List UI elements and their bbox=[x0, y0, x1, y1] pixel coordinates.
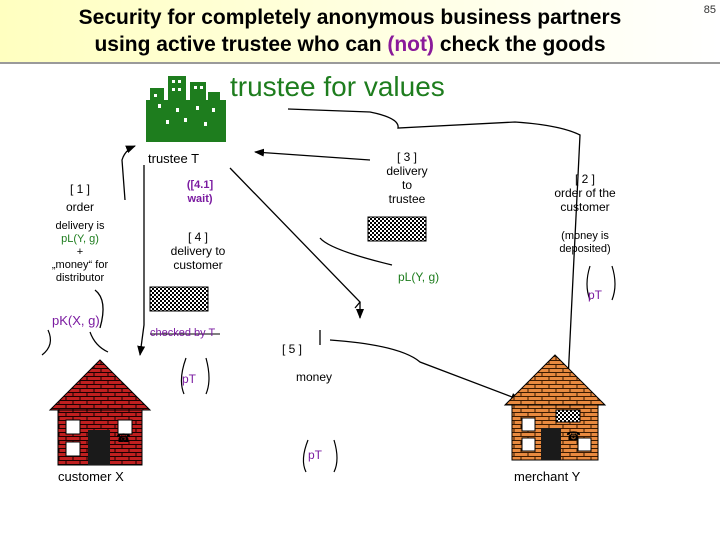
pt2-hook-left bbox=[586, 265, 591, 301]
pt-signature-merchant: pT bbox=[588, 288, 603, 302]
customer-signature: pK(X, g) bbox=[52, 313, 100, 328]
pt3-hook-left bbox=[302, 439, 309, 473]
step-4-1-line-2: wait) bbox=[187, 193, 213, 205]
step-4-line-1: delivery to bbox=[170, 244, 226, 258]
step-5-number: [ 5 ] bbox=[282, 342, 303, 356]
step-4-1-line-1: ([4.1] bbox=[186, 179, 214, 191]
goods-package-trustee bbox=[367, 216, 427, 242]
step-2-line-1: order of the bbox=[554, 186, 616, 200]
step-2-number: [ 2 ] bbox=[574, 172, 595, 186]
customer-wire bbox=[94, 289, 104, 329]
checked-by-label: checked by T bbox=[150, 327, 216, 339]
step-1-number: [ 1 ] bbox=[69, 182, 90, 196]
customer-label: customer X bbox=[58, 469, 124, 484]
sig-hook-left bbox=[41, 329, 52, 356]
step-1-detail-5: distributor bbox=[55, 272, 105, 284]
slide-header: Security for completely anonymous busine… bbox=[0, 0, 720, 64]
title-line-2: using active trustee who can (not) check… bbox=[20, 31, 680, 58]
arrow-money bbox=[329, 339, 521, 401]
trustee-wire bbox=[319, 237, 393, 266]
step-2-note-1: (money is bbox=[561, 230, 609, 242]
step-1-label: order bbox=[65, 200, 94, 214]
step-4-number: [ 4 ] bbox=[187, 230, 208, 244]
trustee-name: trustee T bbox=[148, 151, 200, 166]
step-3-line-2: to bbox=[401, 178, 412, 192]
arrow-delivery-to-customer bbox=[137, 165, 146, 356]
arrow-delivery-to-trustee bbox=[254, 148, 371, 161]
step-2-note-2: deposited) bbox=[559, 243, 611, 255]
step-1-detail-3: + bbox=[76, 246, 84, 258]
pt1-hook-right bbox=[205, 357, 210, 395]
merchant-top-line bbox=[287, 108, 581, 381]
pt1-hook-left bbox=[180, 357, 187, 395]
trustee-values-title: trustee for values bbox=[230, 71, 445, 102]
pt-signature-money: pT bbox=[308, 448, 323, 462]
step-2-label: [ 2 ] order of the customer bbox=[540, 172, 630, 214]
step-1-detail-1: delivery is bbox=[55, 220, 105, 232]
title-line-1: Security for completely anonymous busine… bbox=[78, 6, 622, 29]
merchant-label: merchant Y bbox=[514, 469, 581, 484]
slide-title: Security for completely anonymous busine… bbox=[20, 4, 680, 58]
sig-hook-right bbox=[89, 331, 109, 353]
page-number: 85 bbox=[703, 4, 716, 16]
trustee-building-icon bbox=[146, 76, 226, 142]
svg-text:☎: ☎ bbox=[566, 429, 581, 443]
step-1-detail: delivery is pL(Y, g) + „money“ for distr… bbox=[32, 220, 128, 285]
title-part-c: check the goods bbox=[434, 33, 606, 56]
merchant-house-icon: ☎ bbox=[503, 354, 607, 461]
step-5-label: money bbox=[296, 370, 333, 384]
title-part-a: using active trustee who can bbox=[94, 33, 388, 56]
step-4-label: [ 4 ] delivery to customer bbox=[150, 230, 246, 272]
step-3-line-1: delivery bbox=[386, 164, 428, 178]
step-2-line-2: customer bbox=[560, 200, 610, 214]
step-3-label: [ 3 ] delivery to trustee bbox=[372, 150, 442, 206]
step-3-signature: pL(Y, g) bbox=[398, 270, 440, 284]
arrow-order bbox=[121, 145, 136, 201]
step-4-line-2: customer bbox=[173, 258, 223, 272]
goods-package-customer bbox=[149, 286, 209, 312]
step-2-note: (money is deposited) bbox=[540, 230, 630, 256]
svg-text:☎: ☎ bbox=[116, 431, 131, 445]
arrow-order-customer bbox=[229, 167, 361, 309]
step-4-1-label: ([4.1] wait) bbox=[172, 178, 228, 206]
pt2-hook-right bbox=[611, 265, 616, 301]
pt3-hook-right bbox=[333, 439, 338, 473]
step-3-number: [ 3 ] bbox=[396, 150, 417, 164]
pt-signature-customer: pT bbox=[182, 372, 197, 386]
step-3-line-3: trustee bbox=[388, 192, 426, 206]
customer-house-icon: ☎ bbox=[48, 359, 152, 466]
title-not-highlight: (not) bbox=[387, 33, 434, 56]
step-1-detail-2: pL(Y, g) bbox=[61, 233, 99, 245]
step-1-detail-4: „money“ for bbox=[51, 259, 109, 271]
